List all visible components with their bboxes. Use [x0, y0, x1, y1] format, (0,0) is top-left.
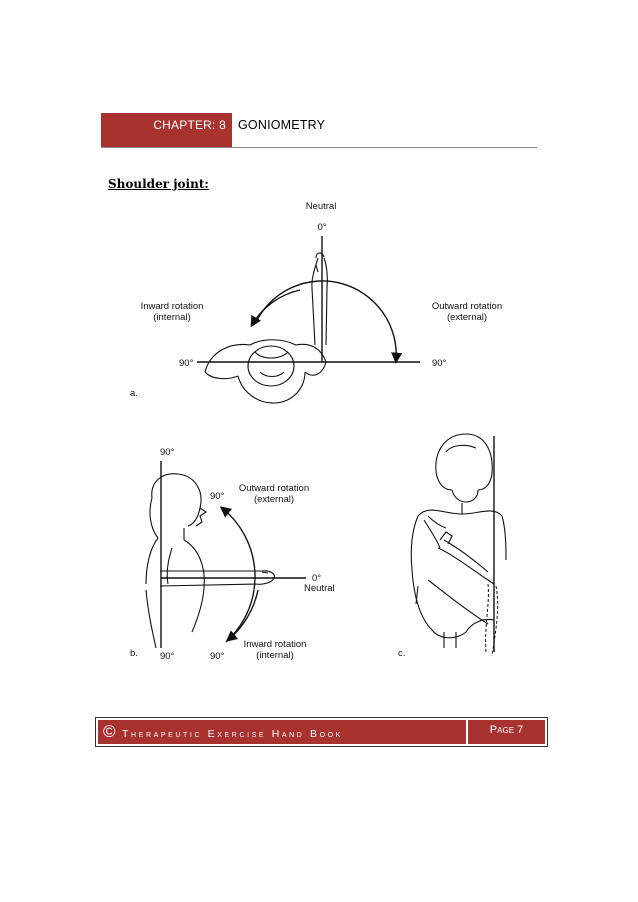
chapter-title: GONIOMETRY: [238, 118, 326, 132]
fig-a-outward-line1: Outward rotation: [432, 301, 502, 312]
fig-b-outward-line1: Outward rotation: [239, 483, 309, 494]
fig-c-dashed-arm-path-2: [491, 585, 499, 657]
fig-b-arc-90: 90°: [210, 491, 225, 502]
fig-c-dashed-arm-path: [485, 583, 489, 653]
figure-a: Neutral 0° Inward rotation (internal) Ou…: [130, 201, 502, 404]
fig-b-top-90: 90°: [160, 447, 175, 458]
fig-b-outward-line2: (external): [254, 494, 294, 505]
fig-c-person-front-view: [410, 433, 507, 648]
footer-frame: [95, 717, 548, 747]
fig-b-inward-line1: Inward rotation: [244, 639, 307, 650]
fig-a-inward-line2: (internal): [153, 312, 191, 323]
fig-a-left-90: 90°: [179, 358, 194, 369]
header-divider: [101, 147, 537, 148]
fig-a-zero-label: 0°: [317, 222, 326, 233]
fig-a-inward-line1: Inward rotation: [141, 301, 204, 312]
fig-b-inward-line2: (internal): [256, 650, 294, 661]
chapter-bar: [101, 113, 232, 147]
fig-b-bottom-90-left: 90°: [160, 651, 175, 662]
footer-book-title: Therapeutic Exercise Hand Book: [122, 728, 343, 740]
fig-a-neutral-label: Neutral: [306, 201, 337, 212]
fig-a-body-top-view: [204, 252, 328, 404]
fig-a-right-90: 90°: [432, 358, 447, 369]
fig-b-panel-label: b.: [130, 648, 138, 659]
fig-a-outward-line2: (external): [447, 312, 487, 323]
fig-a-inward-arc: [250, 289, 301, 328]
section-heading: Shoulder joint:: [108, 177, 209, 191]
chapter-label: CHAPTER: 8: [153, 118, 226, 132]
fig-a-panel-label: a.: [130, 388, 138, 399]
fig-b-inward-arc: [225, 589, 259, 642]
footer-title-bar: © Therapeutic Exercise Hand Book: [98, 720, 466, 744]
fig-b-zero-label: 0°: [312, 573, 321, 584]
fig-b-neutral-label: Neutral: [304, 583, 335, 594]
fig-c-panel-label: c.: [398, 648, 405, 659]
fig-b-outward-arc: [219, 506, 256, 643]
fig-a-outward-arc: [255, 280, 403, 364]
fig-b-bottom-90-right: 90°: [210, 651, 225, 662]
fig-b-person-side-view: [145, 473, 275, 649]
footer-page-number: Page 7: [468, 720, 545, 744]
figure-b: 90° Outward rotation (external) 90° 0° N…: [130, 447, 335, 662]
copyright-icon: ©: [103, 722, 116, 741]
figure-c: c.: [398, 433, 507, 659]
